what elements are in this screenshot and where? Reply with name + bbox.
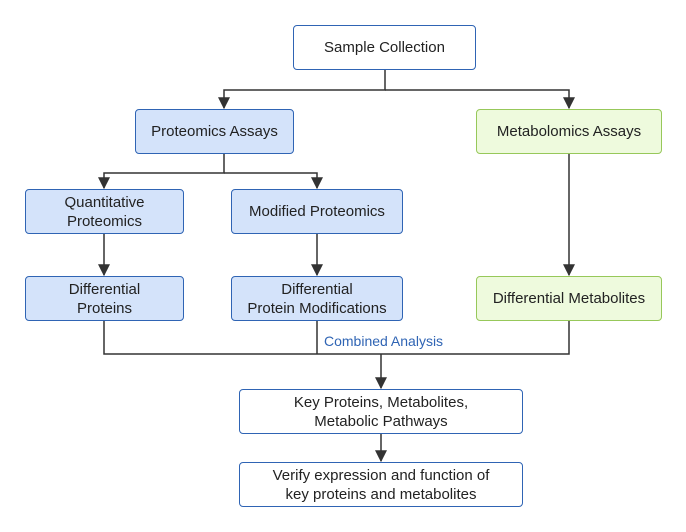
edge-proteomics-to-modified [224,172,323,190]
edge-sample-to-proteomics [218,70,386,110]
node-metabolomics-assays: Metabolomics Assays [476,109,662,154]
edge-proteomics-to-quantitative [98,154,225,190]
node-sample-collection: Sample Collection [293,25,476,70]
node-key-proteins-metabolites: Key Proteins, Metabolites, Metabolic Pat… [239,389,523,434]
edge-combined-left [103,321,381,355]
edge-label-combined-analysis: Combined Analysis [322,332,446,350]
edge-sample-to-metabolomics [385,89,575,110]
node-differential-metabolites: Differential Metabolites [476,276,662,321]
node-differential-protein-modifications: Differential Protein Modifications [231,276,403,321]
node-quantitative-proteomics: Quantitative Proteomics [25,189,184,234]
node-verify-expression: Verify expression and function of key pr… [239,462,523,507]
node-differential-proteins: Differential Proteins [25,276,184,321]
node-modified-proteomics: Modified Proteomics [231,189,403,234]
node-proteomics-assays: Proteomics Assays [135,109,294,154]
edge-combined-right [381,321,570,355]
